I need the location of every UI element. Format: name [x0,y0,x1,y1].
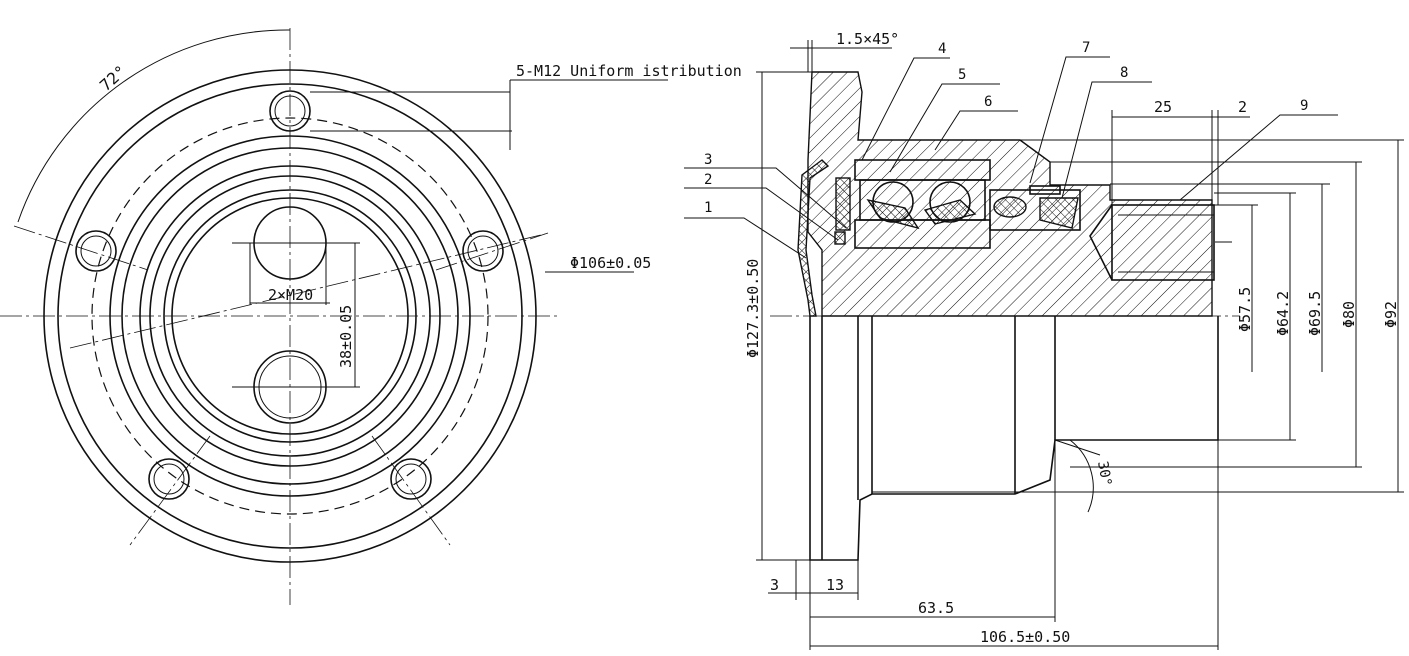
bolt-hole-top [269,90,311,132]
threaded-bore [1111,204,1215,281]
callout-9: 9 [1300,98,1308,114]
angle-30-ref-line [1054,439,1101,456]
dim-63-label: 63.5 [918,599,954,617]
bolt-hole-right-inner [467,235,499,267]
oblique-centerline [69,233,546,349]
callout-3-leader [684,167,847,229]
callout-8: 8 [1120,65,1128,81]
flange-outer-circle [43,69,537,563]
dim-2-label: 2 [1238,98,1247,116]
hole-radial-line-bottom-left [129,435,211,546]
bolt-pitch-circle [91,117,489,515]
hub-circle-2 [121,147,459,485]
hub-circle-4 [149,175,431,457]
flange-dia-label: Φ127.3±0.50 [744,259,762,358]
callout-9-leader [1179,114,1338,201]
bolt-hole-left-inner [80,235,112,267]
bolt-hole-bottom-right-inner [395,463,427,495]
inner-seal-ring [835,177,851,231]
bearing-cage [859,179,986,221]
callout-1-leader [684,217,807,259]
dim-13-label: 13 [826,576,844,594]
angle-label: 72° [96,62,130,95]
bolt-hole-right [462,230,504,272]
bolt-hole-bottom-left-inner [153,463,185,495]
chamfer-label: 1.5×45° [836,30,899,48]
seal-lip-8 [1039,197,1079,229]
hub-circle-6 [171,197,409,435]
callout-4-leader [861,57,950,161]
flange-circle-2 [57,83,523,549]
holes-note: 5-M12 Uniform istribution [516,62,742,80]
callout-2: 2 [704,172,712,188]
bearing-seal-right [923,199,977,225]
bearing-ball-right [929,181,971,223]
dim-25-label: 25 [1154,98,1172,116]
seal-ring-2 [834,231,846,245]
callouts: 1 2 3 4 5 6 7 8 9 [684,40,1338,259]
angle-30-arc [1069,439,1094,513]
dim-3-label: 3 [770,576,779,594]
d57-label: Φ57.5 [1236,287,1254,332]
seal-spacer [1029,185,1061,195]
seal-lip-7 [993,196,1027,218]
bolt-hole-bottom-left [148,458,190,500]
callout-7-leader [1029,56,1110,184]
flange-diameter-label: Φ106±0.05 [570,254,651,272]
bolt-hole-left [75,230,117,272]
d64-label: Φ64.2 [1274,291,1292,336]
bearing-seal-left [866,198,920,230]
flange-lower-outline [809,316,1219,561]
hole-radial-line-bottom-right [371,435,451,546]
dim-106-label: 106.5±0.50 [980,628,1070,646]
bolt-hole-top-inner [274,95,306,127]
drill-point [1089,204,1113,281]
callout-3: 3 [704,152,712,168]
thread-label: 2×M20 [268,286,313,304]
callout-7: 7 [1082,40,1090,56]
hub-circle-1 [109,135,471,497]
callout-8-leader [1061,81,1152,199]
section-view: 1 2 3 4 5 6 7 8 9 1.5×45° Φ127.3±0.50 25… [684,30,1404,650]
callout-6: 6 [984,94,992,110]
d80-label: Φ80 [1340,301,1358,328]
angle-arc [17,29,291,223]
callout-2-leader [684,187,839,241]
callout-6-leader [934,110,1018,151]
bolt-hole-bottom-right [390,458,432,500]
callout-5-leader [889,83,1000,173]
front-view: 2×M20 38±0.05 72° 5-M12 Uniform istribut… [0,28,742,605]
seal-housing [989,189,1081,231]
callout-4: 4 [938,41,946,57]
d69-label: Φ69.5 [1306,291,1324,336]
thread-spacing-label: 38±0.05 [337,305,355,368]
hub-circle-3 [139,165,441,467]
callout-5: 5 [958,67,966,83]
hub-circle-5 [163,189,417,443]
d92-label: Φ92 [1382,301,1400,328]
angle-30-label: 30° [1094,460,1114,488]
callout-1: 1 [704,200,712,216]
flange-section [807,71,1213,317]
right-diameter-dims: Φ57.5 Φ64.2 Φ69.5 Φ80 Φ92 [872,139,1404,493]
hole-radial-line-right [435,232,549,271]
